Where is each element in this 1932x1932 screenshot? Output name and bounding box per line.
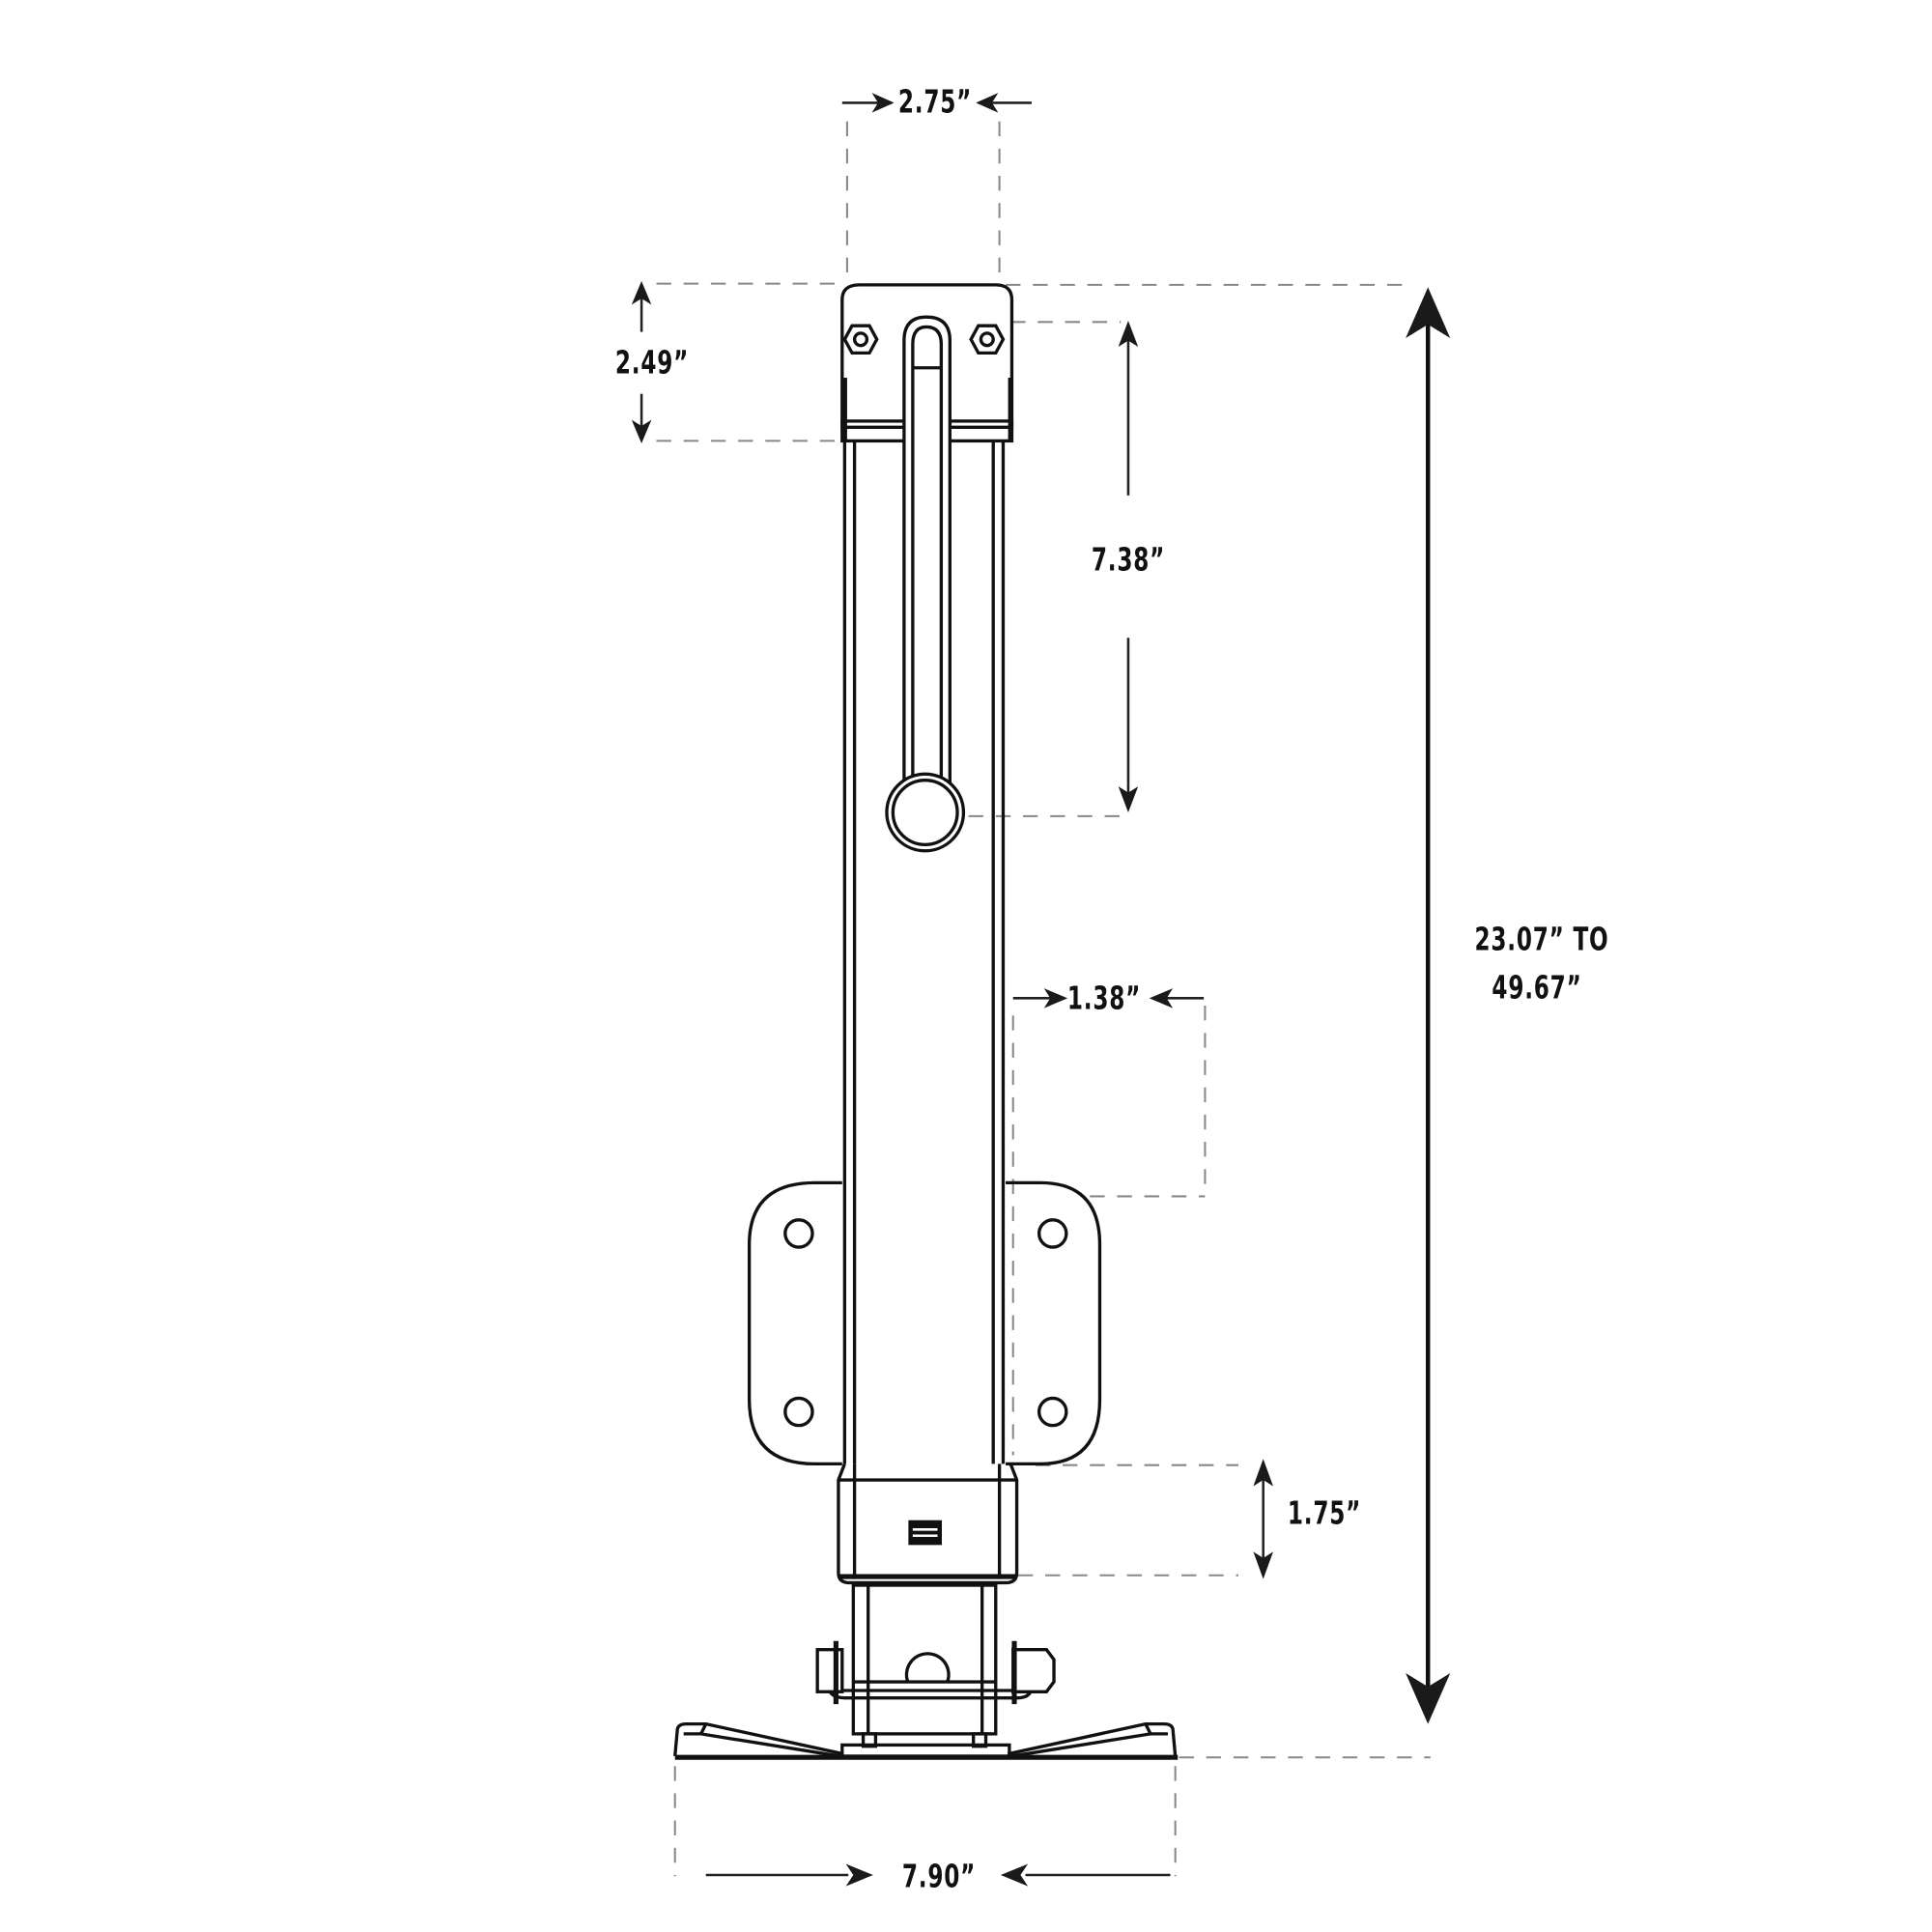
label-overall-height-min: 23.07” TO [1474,920,1609,958]
pin [815,1640,844,1705]
label-top-width: 2.75” [897,82,973,121]
label-plate [908,1520,942,1546]
inner-tube [815,1583,1056,1748]
jack-body [673,283,1179,1760]
hex-bolt-left [842,324,879,355]
mounting-hole [1037,1218,1068,1249]
pin [1011,1640,1056,1705]
label-overall-height-max: 49.67” [1492,968,1582,1007]
dim-side-offset [1012,988,1205,1009]
handle-knob [885,772,966,853]
outer-tube [842,441,1006,1464]
dim-overall-height [1406,287,1451,1724]
foot-plate [673,1721,1179,1760]
label-top-bracket-height: 2.49” [614,343,690,382]
dim-handle-length [1118,321,1139,813]
collar [837,1463,1019,1585]
label-handle-length: 7.38” [1091,540,1166,579]
mounting-hole [783,1218,814,1249]
dim-top-bracket-height [631,281,652,443]
dim-foot-width [705,1863,1171,1887]
dim-top-width [841,93,1032,113]
mounting-plate [747,1180,1102,1466]
mounting-hole [783,1396,814,1428]
dim-collar-height [1253,1459,1273,1579]
label-foot-width: 7.90” [901,1857,977,1895]
crank-handle [885,315,966,853]
label-side-offset: 1.38” [1066,979,1142,1017]
label-collar-height: 1.75” [1287,1493,1362,1532]
hex-bolt-right [969,324,1006,355]
mounting-hole [1037,1396,1068,1428]
extension-lines [656,121,1431,1877]
